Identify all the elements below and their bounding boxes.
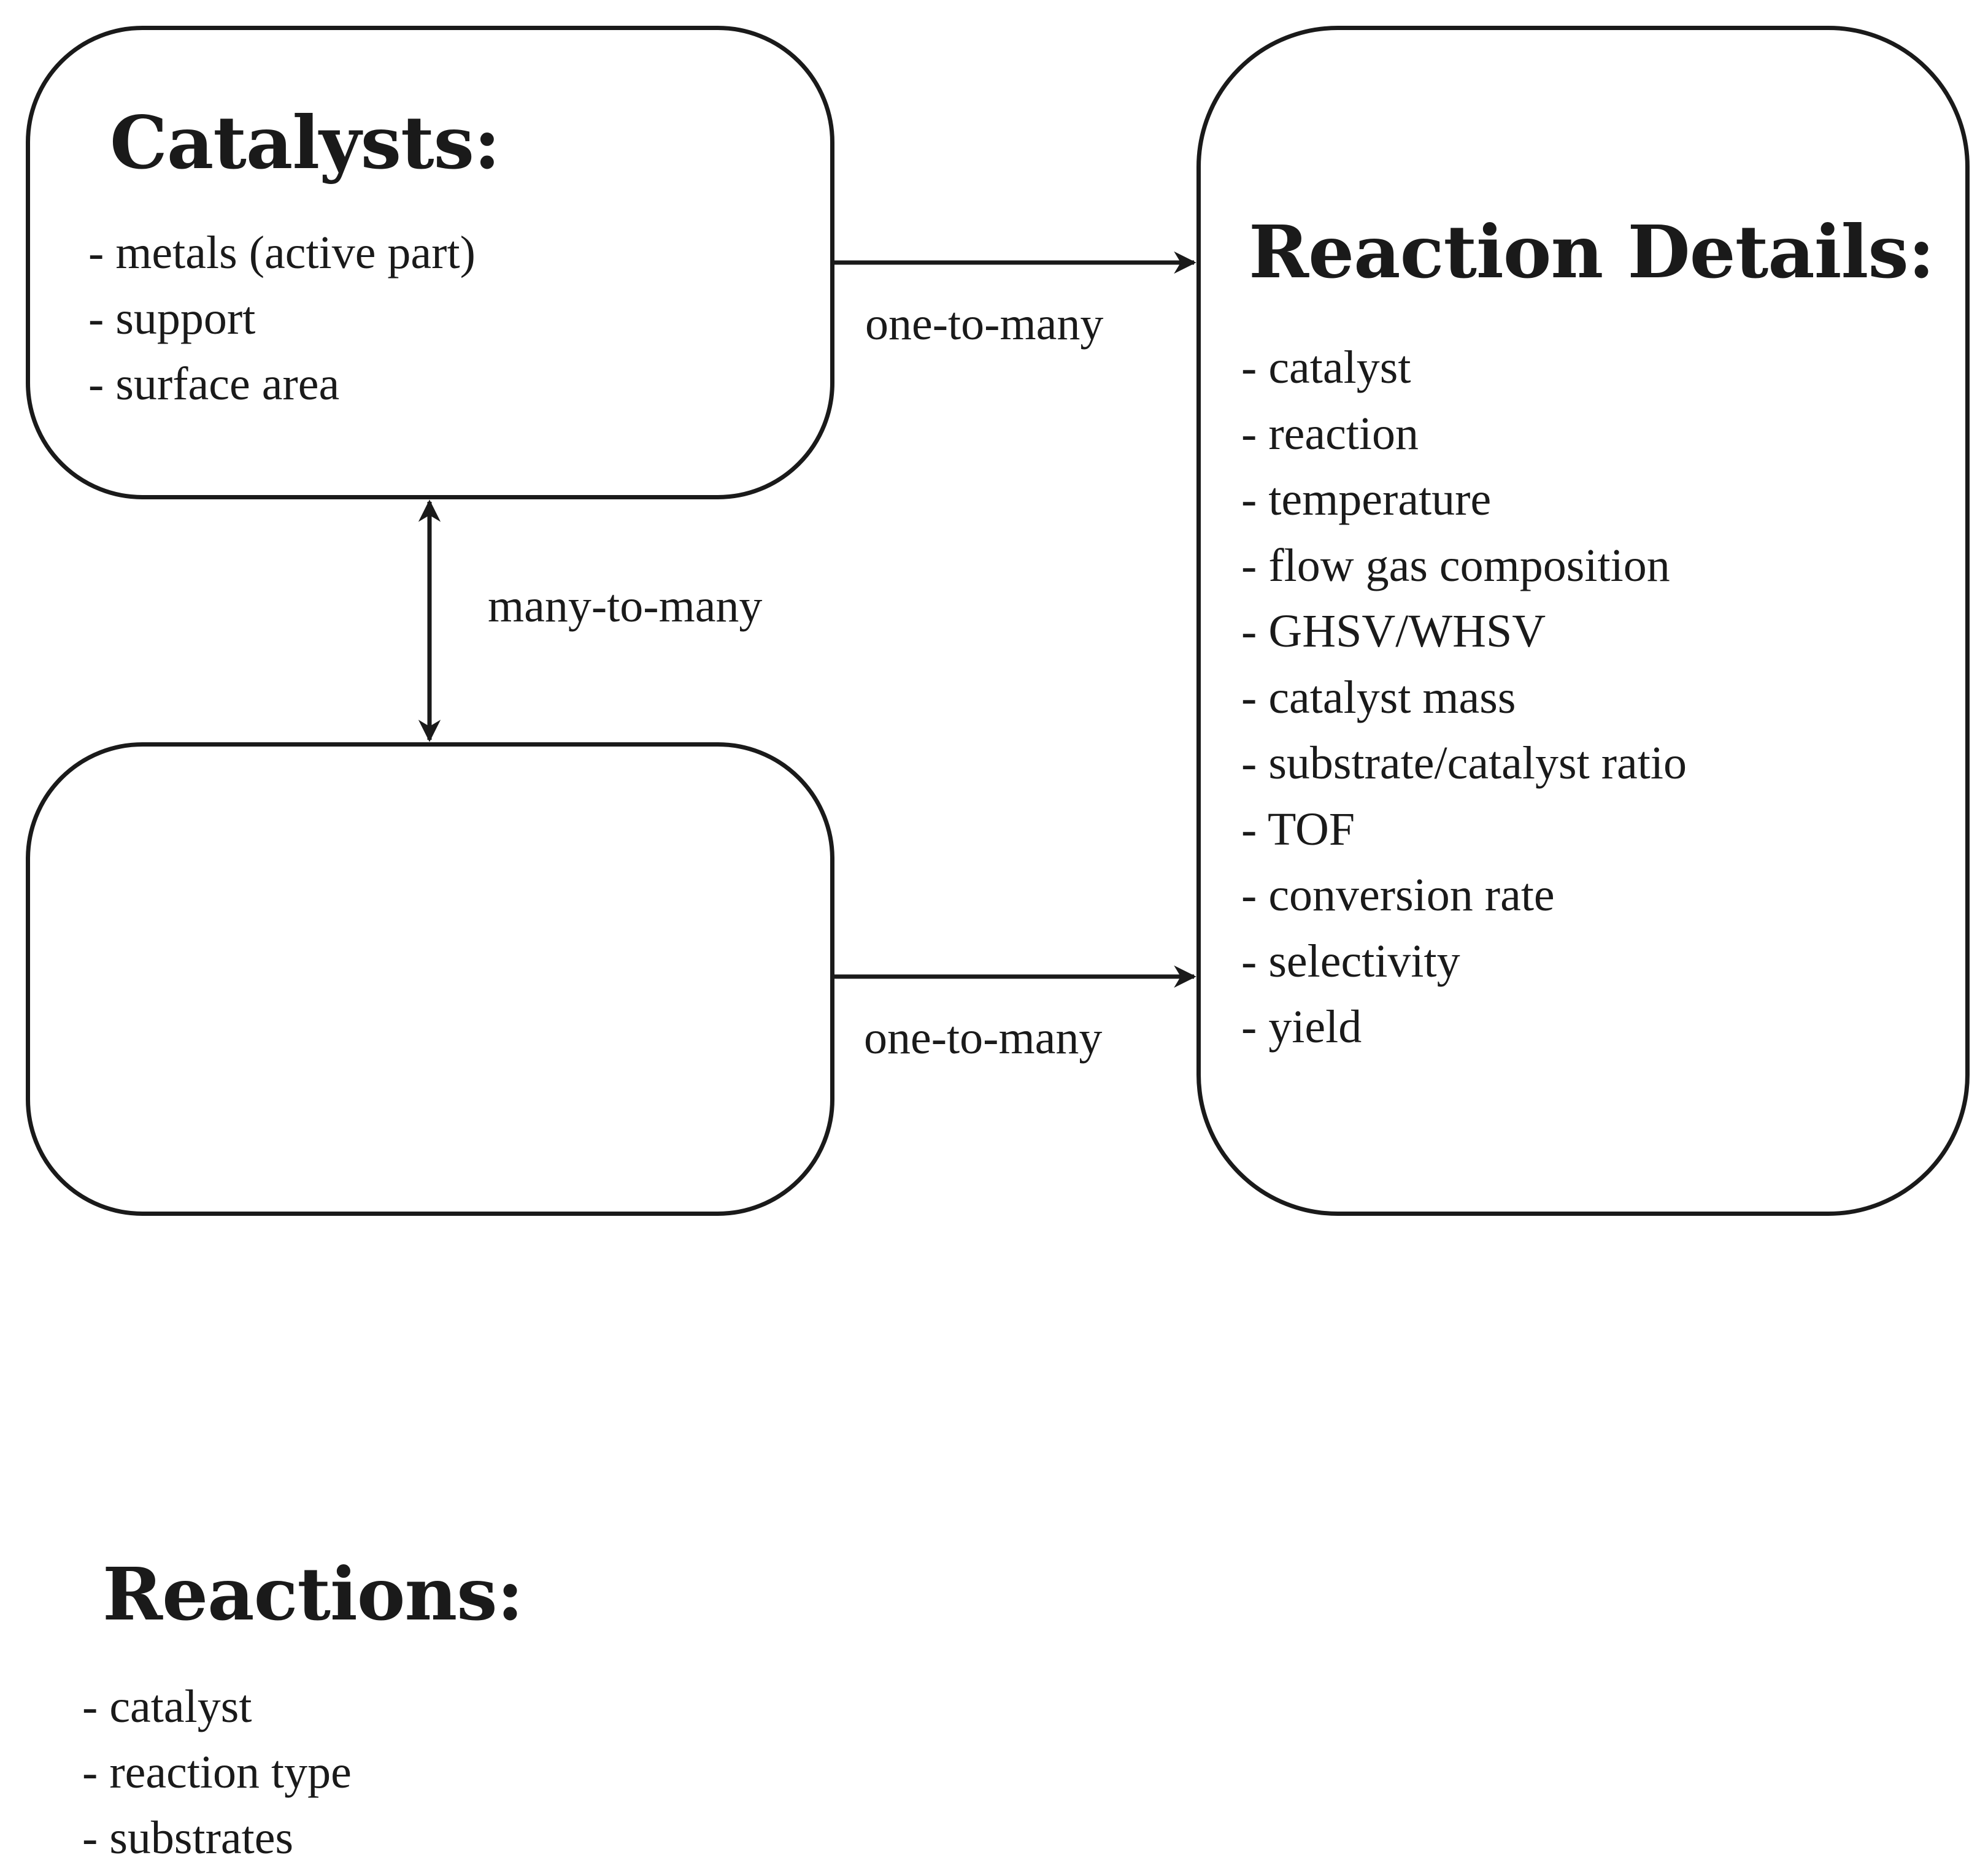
attribute-item: temperature (1241, 467, 1687, 533)
catalysts-entity-box: Catalysts: metals (active part) support … (26, 26, 834, 499)
relationship-label-catalysts-reactions: many-to-many (488, 580, 763, 632)
attribute-item: conversion rate (1241, 863, 1687, 929)
relationship-label-catalysts-details: one-to-many (865, 298, 1104, 350)
attribute-item: catalyst (1241, 335, 1687, 401)
reactions-entity-box: Reactions: catalyst reaction type substr… (26, 742, 834, 1864)
attribute-item: surface area (88, 352, 476, 417)
attribute-item: yield (1241, 994, 1687, 1061)
attribute-item: selectivity (1241, 929, 1687, 995)
attribute-item: TOF (1241, 797, 1687, 863)
attribute-item: GHSV/WHSV (1241, 599, 1687, 665)
attribute-item: catalyst (82, 1674, 352, 1740)
attribute-item: reaction type (82, 1740, 352, 1805)
attribute-item: support (88, 286, 476, 352)
attribute-item: substrate/catalyst ratio (1241, 731, 1687, 797)
attribute-item: substrates (82, 1805, 352, 1871)
reactions-attribute-list: catalyst reaction type substrates (82, 1674, 352, 1871)
attribute-item: flow gas composition (1241, 533, 1687, 599)
reaction-details-title: Reaction Details: (1249, 209, 1935, 294)
attribute-item: reaction (1241, 401, 1687, 467)
attribute-item: catalyst mass (1241, 665, 1687, 731)
reactions-title: Reactions: (102, 1551, 523, 1637)
relationship-label-reactions-details: one-to-many (864, 1012, 1103, 1064)
reaction-details-attribute-list: catalyst reaction temperature flow gas c… (1241, 335, 1687, 1061)
reaction-details-entity-box: Reaction Details: catalyst reaction temp… (1196, 26, 1970, 1216)
attribute-item: metals (active part) (88, 220, 476, 286)
catalysts-attribute-list: metals (active part) support surface are… (88, 220, 476, 417)
catalysts-title: Catalysts: (110, 100, 501, 185)
